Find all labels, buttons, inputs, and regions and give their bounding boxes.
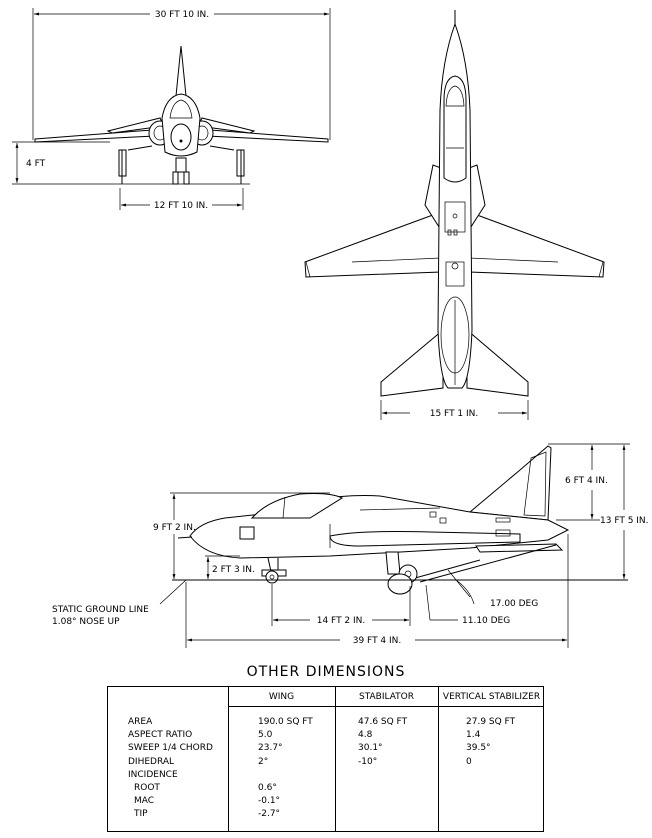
header-vertical-stabilizer: VERTICAL STABILIZER — [442, 692, 541, 702]
tail-height-label: 6 FT 4 IN. — [565, 476, 608, 486]
top-view: 15 FT 1 IN. — [304, 10, 605, 420]
track-dimension-label: 12 FT 10 IN. — [154, 201, 208, 211]
row-label: ROOT — [134, 783, 160, 793]
row-label: SWEEP 1/4 CHORD — [128, 743, 213, 754]
row-label: MAC — [134, 796, 155, 807]
height-dimension-label: 4 FT — [26, 159, 46, 169]
row-label: ASPECT RATIO — [128, 730, 193, 741]
vertical-stabilizer-value: 1.4 — [466, 730, 481, 741]
vertical-stabilizer-value: 27.9 SQ FT — [466, 717, 516, 727]
other-dimensions-table: WING STABILATOR VERTICAL STABILIZER AREA… — [107, 686, 544, 832]
stabilator-value: 47.6 SQ FT — [358, 717, 408, 727]
wing-value: 23.7° — [258, 743, 283, 754]
span-dimension-label: 30 FT 10 IN. — [155, 10, 209, 20]
stabilator-value: 4.8 — [358, 730, 373, 741]
angle-17-label: 17.00 DEG — [490, 599, 538, 609]
length-label: 39 FT 4 IN. — [353, 636, 402, 646]
side-view: 6 FT 4 IN. 13 FT 5 IN. 9 FT 2 IN. 2 FT 3… — [52, 443, 649, 648]
wing-value: 2° — [258, 756, 269, 767]
overall-height-label: 13 FT 5 IN. — [600, 516, 649, 526]
wing-value: -2.7° — [258, 809, 281, 820]
ground-line-label: STATIC GROUND LINE — [52, 605, 149, 615]
wing-value: 0.6° — [258, 783, 277, 793]
row-label: INCIDENCE — [128, 769, 178, 780]
nose-gear-height-label: 2 FT 3 IN. — [212, 565, 255, 575]
nose-up-label: 1.08° NOSE UP — [52, 617, 120, 627]
front-view: 30 FT 10 IN. 4 FT — [12, 8, 331, 211]
wheelbase-label: 14 FT 2 IN. — [317, 616, 366, 626]
header-stabilator: STABILATOR — [358, 692, 414, 702]
wing-value: 190.0 SQ FT — [258, 717, 313, 727]
angle-11-label: 11.10 DEG — [462, 616, 510, 626]
stab-span-dimension-label: 15 FT 1 IN. — [430, 409, 479, 419]
row-label: DIHEDRAL — [128, 756, 175, 767]
vertical-stabilizer-value: 0 — [466, 756, 472, 767]
vertical-stabilizer-value: 39.5° — [466, 743, 491, 754]
wing-value: 5.0 — [258, 730, 273, 741]
stabilator-value: -10° — [358, 756, 378, 767]
row-label: TIP — [134, 809, 148, 820]
row-label: AREA — [128, 717, 153, 727]
wing-value: -0.1° — [258, 796, 281, 807]
fuselage-height-label: 9 FT 2 IN. — [153, 523, 196, 533]
stabilator-value: 30.1° — [358, 743, 383, 754]
table-title: OTHER DIMENSIONS — [246, 664, 406, 680]
header-wing: WING — [268, 692, 295, 702]
